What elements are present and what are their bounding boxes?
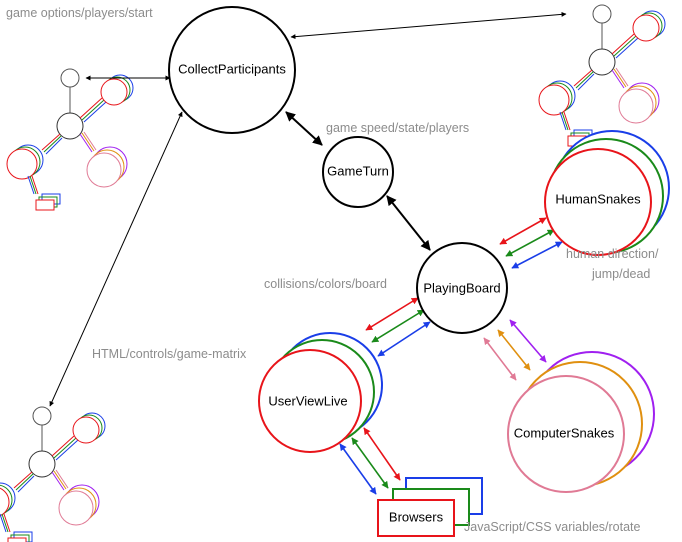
label-game-speed: game speed/state/players — [326, 121, 469, 135]
label-jump-dead: jump/dead — [591, 267, 650, 281]
label-human-direction: human direction/ — [566, 247, 659, 261]
node-collect-participants: CollectParticipants — [168, 6, 296, 134]
node-user-view-live-label: UserViewLive — [268, 393, 347, 408]
link-collect-thumb-bottom — [49, 111, 183, 407]
link-collect-gameturn — [285, 111, 323, 146]
link-gameturn-board — [386, 195, 431, 251]
node-game-turn: GameTurn — [322, 136, 394, 208]
label-html-controls: HTML/controls/game-matrix — [92, 347, 247, 361]
link-board-userview-blue — [377, 321, 431, 357]
node-user-view-live: UserViewLive — [258, 332, 383, 453]
label-collisions: collisions/colors/board — [264, 277, 387, 291]
node-game-turn-label: GameTurn — [327, 163, 389, 178]
label-game-options: game options/players/start — [6, 6, 153, 20]
link-board-human-green — [505, 229, 555, 257]
link-board-human-blue — [511, 241, 563, 269]
link-userview-browsers-green — [351, 437, 389, 489]
link-board-computer-pink — [483, 337, 517, 381]
link-collect-thumb-top — [290, 11, 567, 40]
node-computer-snakes-label: ComputerSnakes — [514, 425, 615, 440]
node-browsers-label: Browsers — [389, 509, 444, 524]
node-playing-board: PlayingBoard — [416, 242, 508, 334]
thumbnail-diagram-top-right — [538, 4, 666, 147]
node-browsers: Browsers — [377, 477, 483, 537]
node-computer-snakes: ComputerSnakes — [507, 351, 655, 493]
node-human-snakes: HumanSnakes — [544, 130, 670, 256]
link-userview-browsers-blue — [339, 443, 377, 495]
link-board-userview-red — [365, 297, 419, 331]
link-board-computer-purple — [509, 319, 547, 363]
link-userview-browsers-red — [363, 427, 401, 481]
link-board-computer-orange — [497, 329, 531, 371]
node-collect-participants-label: CollectParticipants — [178, 61, 286, 76]
node-playing-board-label: PlayingBoard — [423, 280, 500, 295]
link-board-human-red — [499, 217, 547, 245]
thumbnail-diagram-bottom-left — [0, 406, 106, 542]
node-human-snakes-label: HumanSnakes — [555, 191, 641, 206]
link-board-userview-green — [371, 309, 425, 343]
label-javascript-css: JavaScript/CSS variables/rotate — [464, 520, 641, 534]
thumbnail-diagram-left — [6, 68, 134, 211]
